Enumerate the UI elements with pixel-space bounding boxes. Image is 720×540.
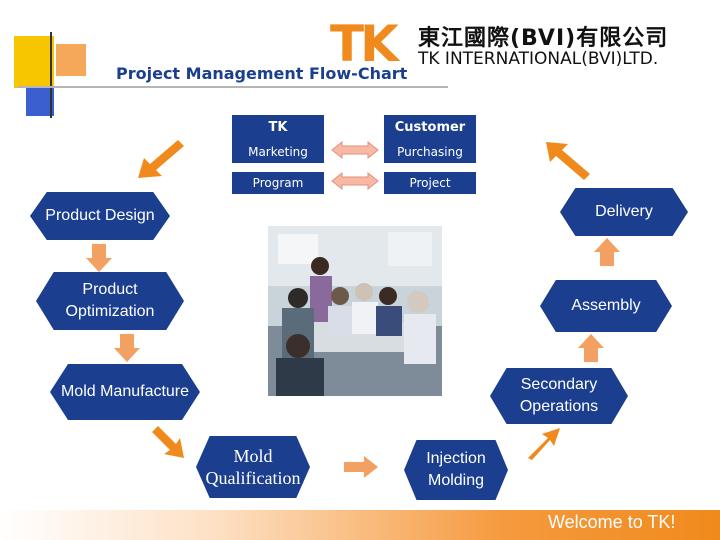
company-logo: TK 東江國際(BVI)有限公司 TK INTERNATIONAL(BVI)LT…: [330, 18, 720, 78]
step-product-design: Product Design: [30, 192, 170, 240]
logo-company-cn: 東江國際(BVI)有限公司: [418, 20, 668, 52]
step-mold-manufacture: Mold Manufacture: [50, 364, 200, 420]
step-secondary-operations: Secondary Operations: [490, 368, 628, 424]
arrow-to-mold-qualification: [150, 424, 186, 460]
step-assembly: Assembly: [540, 280, 672, 332]
arrow-to-product-design: [136, 136, 186, 180]
logo-company-en: TK INTERNATIONAL(BVI)LTD.: [418, 49, 658, 69]
corner-square-yellow: [14, 36, 54, 88]
corner-line-vertical: [50, 32, 52, 118]
meeting-photo: [268, 226, 442, 396]
step-delivery: Delivery: [560, 188, 688, 236]
footer-welcome-text: Welcome to TK!: [548, 512, 675, 533]
arrow-from-delivery: [544, 140, 594, 182]
arrow-right-to-injection: [344, 456, 378, 478]
table-cell-marketing: Marketing: [232, 140, 324, 163]
table-cell-program: Program: [232, 172, 324, 194]
title-underline: [18, 86, 448, 88]
table-header-tk: TK: [232, 115, 324, 140]
step-mold-qualification: Mold Qualification: [196, 436, 310, 498]
arrow-to-secondary-operations: [526, 426, 562, 462]
step-product-optimization: Product Optimization: [36, 272, 184, 330]
double-arrow-program-project: [330, 171, 380, 191]
table-cell-project: Project: [384, 172, 476, 194]
step-injection-molding: Injection Molding: [404, 440, 508, 500]
arrow-up-2: [594, 238, 620, 266]
table-header-customer: Customer: [384, 115, 476, 140]
arrow-down-2: [114, 334, 140, 362]
corner-square-orange: [56, 44, 86, 76]
double-arrow-marketing-purchasing: [330, 140, 380, 160]
arrow-down-1: [86, 244, 112, 272]
arrow-up-1: [578, 334, 604, 362]
logo-mark: TK: [330, 14, 395, 74]
table-cell-purchasing: Purchasing: [384, 140, 476, 163]
